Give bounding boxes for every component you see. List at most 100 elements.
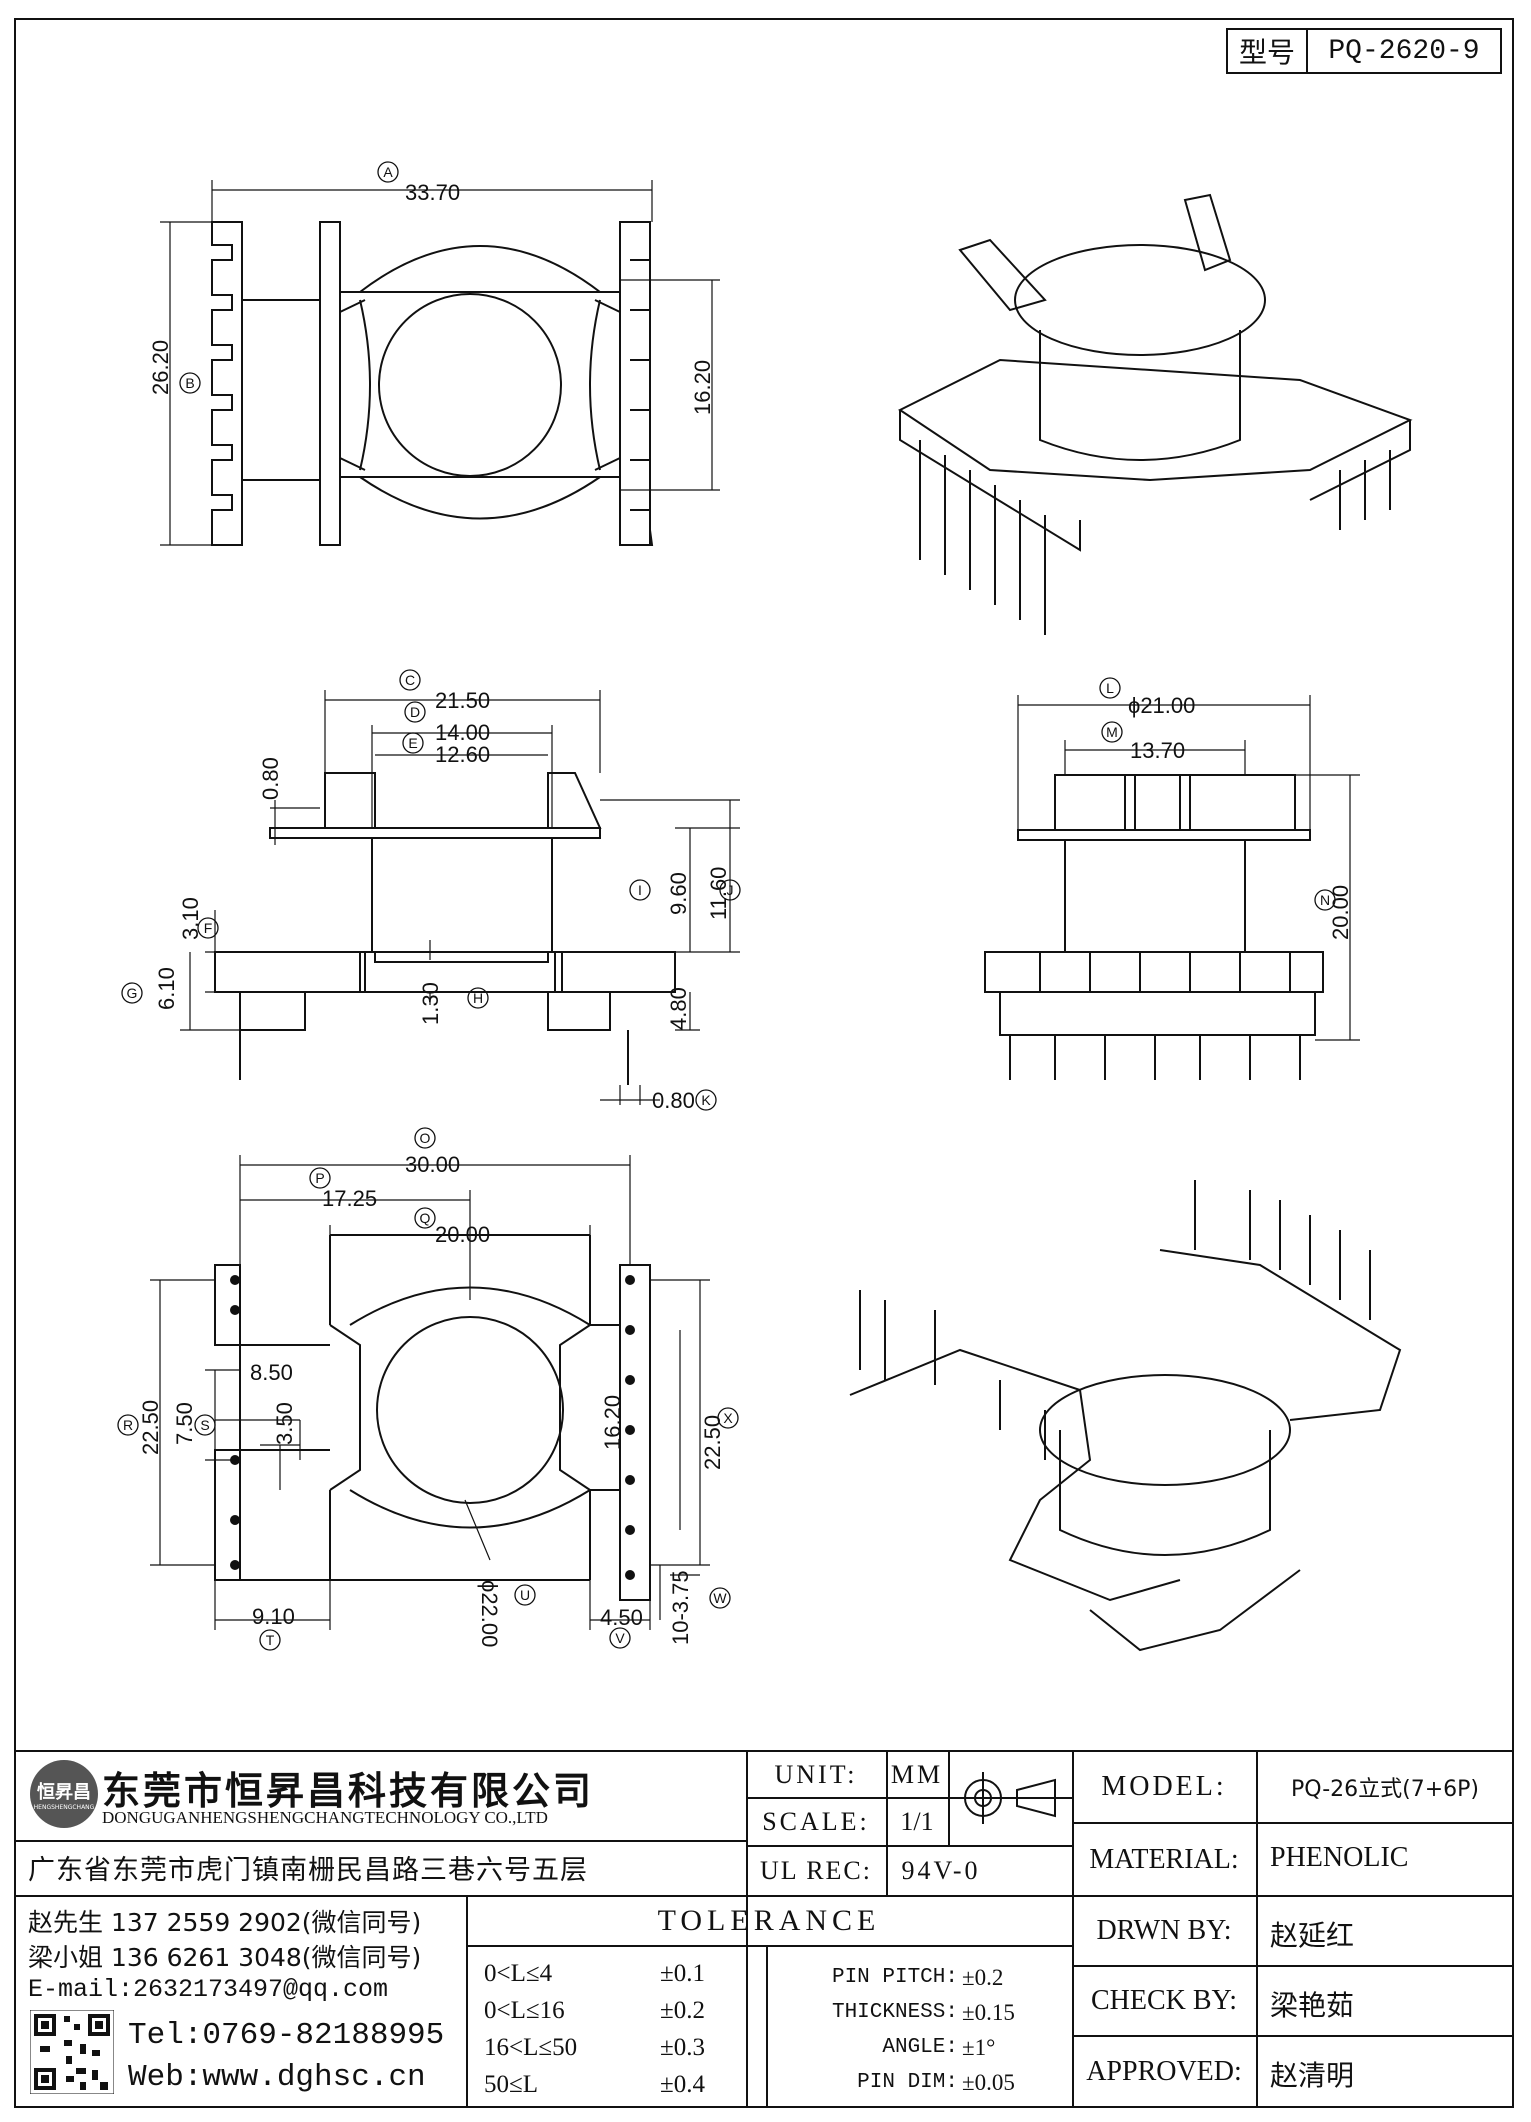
unit-value: MM	[890, 1759, 944, 1789]
balloon-B: B	[179, 372, 201, 394]
logo-subtext: HENGSHENGCHANG	[33, 1803, 95, 1811]
divider	[466, 1895, 468, 2108]
balloon-G: G	[121, 982, 143, 1004]
company-logo: 恒昇昌 HENGSHENGCHANG	[30, 1760, 98, 1828]
balloon-C: C	[399, 669, 421, 691]
balloon-N: N	[1314, 889, 1336, 911]
approved-label: APPROVED:	[1086, 2056, 1242, 2087]
tolerance-extra-label: ANGLE:	[882, 2036, 958, 2059]
tolerance-range: 50≤L	[484, 2071, 538, 2098]
dim-V-value: 4.50	[600, 1605, 643, 1630]
svg-text:O: O	[420, 1130, 431, 1146]
svg-text:C: C	[405, 672, 415, 688]
contact-email: E-mail:2632173497@qq.com	[28, 1975, 389, 2004]
balloon-J: J	[719, 879, 741, 901]
dim-X-value: 22.50	[700, 1415, 725, 1470]
approved-value: 赵清明	[1270, 2059, 1355, 2092]
balloon-F: F	[197, 917, 219, 939]
dim-O-value: 30.00	[405, 1152, 460, 1177]
dim-8-50-value: 8.50	[250, 1360, 293, 1385]
svg-text:S: S	[200, 1417, 209, 1433]
svg-text:B: B	[185, 375, 194, 391]
svg-text:D: D	[410, 704, 420, 720]
divider	[14, 1840, 746, 1842]
model-value: PQ-26立式(7+6P)	[1291, 1777, 1479, 1802]
material-value: PHENOLIC	[1270, 1842, 1409, 1873]
contact-1: 赵先生 137 2559 2902(微信同号)	[28, 1908, 422, 1937]
ulrec-label: UL REC:	[760, 1856, 872, 1885]
top-view	[211, 221, 654, 546]
svg-text:I: I	[638, 882, 642, 898]
svg-text:V: V	[615, 1630, 625, 1646]
balloon-P: P	[309, 1167, 331, 1189]
dim-A-value: 33.70	[405, 180, 460, 205]
balloon-O: O	[414, 1127, 436, 1149]
technical-drawing: 33.70 26.20 16.20 21.50 14.00 12.60 0.80…	[117, 161, 1413, 1652]
scale-label: SCALE:	[762, 1807, 870, 1836]
tolerance-range: 0<L≤16	[484, 1997, 565, 2024]
dim-T-value: 9.10	[252, 1604, 295, 1629]
balloon-A: A	[377, 161, 399, 183]
divider	[1072, 1965, 1514, 1967]
svg-text:K: K	[701, 1092, 711, 1108]
svg-text:G: G	[127, 985, 138, 1001]
divider	[1072, 1895, 1514, 1897]
divider	[746, 1750, 748, 2108]
tolerance-extra-value: ±0.05	[962, 2070, 1015, 2095]
tolerance-range: 0<L≤4	[484, 1960, 553, 1987]
dim-N-value: 20.00	[1328, 885, 1353, 940]
drawn-by-label: DRWN BY:	[1096, 1915, 1232, 1946]
dim-W-value: 10-3.75	[668, 1570, 693, 1645]
qr-code	[30, 2010, 114, 2094]
projection-symbol-icon	[957, 1772, 1056, 1824]
bottom-view	[214, 1234, 651, 1601]
tolerance-range: 16<L≤50	[484, 2034, 578, 2061]
title-block-top-border	[14, 1750, 1514, 1752]
tolerance-extra-value: ±1°	[962, 2035, 996, 2060]
tolerance-values: ±0.1 ±0.2 ±0.3 ±0.4	[660, 1955, 705, 2103]
svg-text:M: M	[1106, 724, 1118, 740]
dim-K-value: 0.80	[652, 1088, 695, 1113]
svg-text:E: E	[408, 735, 417, 751]
balloon-Q: Q	[414, 1207, 436, 1229]
tolerance-value: ±0.4	[660, 2071, 705, 2098]
tolerance-extra-label: PIN DIM:	[857, 2071, 958, 2094]
svg-text:W: W	[713, 1590, 727, 1606]
balloon-L: L	[1099, 677, 1121, 699]
dim-B-value: 26.20	[148, 340, 173, 395]
svg-text:F: F	[204, 920, 213, 936]
logo-text: 恒昇昌	[37, 1781, 91, 1803]
tolerance-extra-value: ±0.15	[962, 2000, 1015, 2025]
model-label: MODEL:	[1101, 1771, 1227, 1802]
unit-label: UNIT:	[774, 1759, 858, 1789]
contact-2: 梁小姐 136 6261 3048(微信同号)	[28, 1943, 422, 1972]
check-by-label: CHECK BY:	[1090, 1985, 1237, 2016]
balloon-E: E	[402, 732, 424, 754]
balloon-T: T	[259, 1629, 281, 1651]
model-box-value: PQ-2620-9	[1306, 28, 1502, 74]
dim-C-value: 21.50	[435, 688, 490, 713]
model-box-label: 型号	[1226, 28, 1308, 74]
divider	[1072, 1750, 1074, 2108]
tolerance-extra-label: THICKNESS:	[831, 2001, 958, 2024]
svg-text:P: P	[315, 1170, 324, 1186]
right-side-view	[984, 774, 1324, 1080]
dim-3-50-value: 3.50	[272, 1402, 297, 1445]
dim-16-20b-value: 16.20	[600, 1395, 625, 1450]
balloon-R: R	[117, 1414, 139, 1436]
dim-U-value: ϕ22.00	[477, 1580, 502, 1647]
tolerance-ranges: 0<L≤4 0<L≤16 16<L≤50 50≤L	[484, 1955, 577, 2103]
tolerance-extra-label: PIN PITCH:	[831, 1966, 958, 1989]
divider	[1072, 2035, 1514, 2037]
svg-text:T: T	[266, 1632, 275, 1648]
dim-0-80-value: 0.80	[258, 757, 283, 800]
tolerance-value: ±0.2	[660, 1997, 705, 2024]
iso-view-top	[898, 193, 1413, 635]
dim-D-value: 14.00	[435, 720, 490, 745]
svg-text:X: X	[723, 1410, 733, 1426]
balloon-D: D	[404, 701, 426, 723]
company-name-cn: 东莞市恒昇昌科技有限公司	[102, 1769, 595, 1813]
contact-tel: Tel:0769-82188995	[128, 2018, 445, 2053]
dim-Q-value: 20.00	[435, 1222, 490, 1247]
svg-text:J: J	[727, 882, 734, 898]
